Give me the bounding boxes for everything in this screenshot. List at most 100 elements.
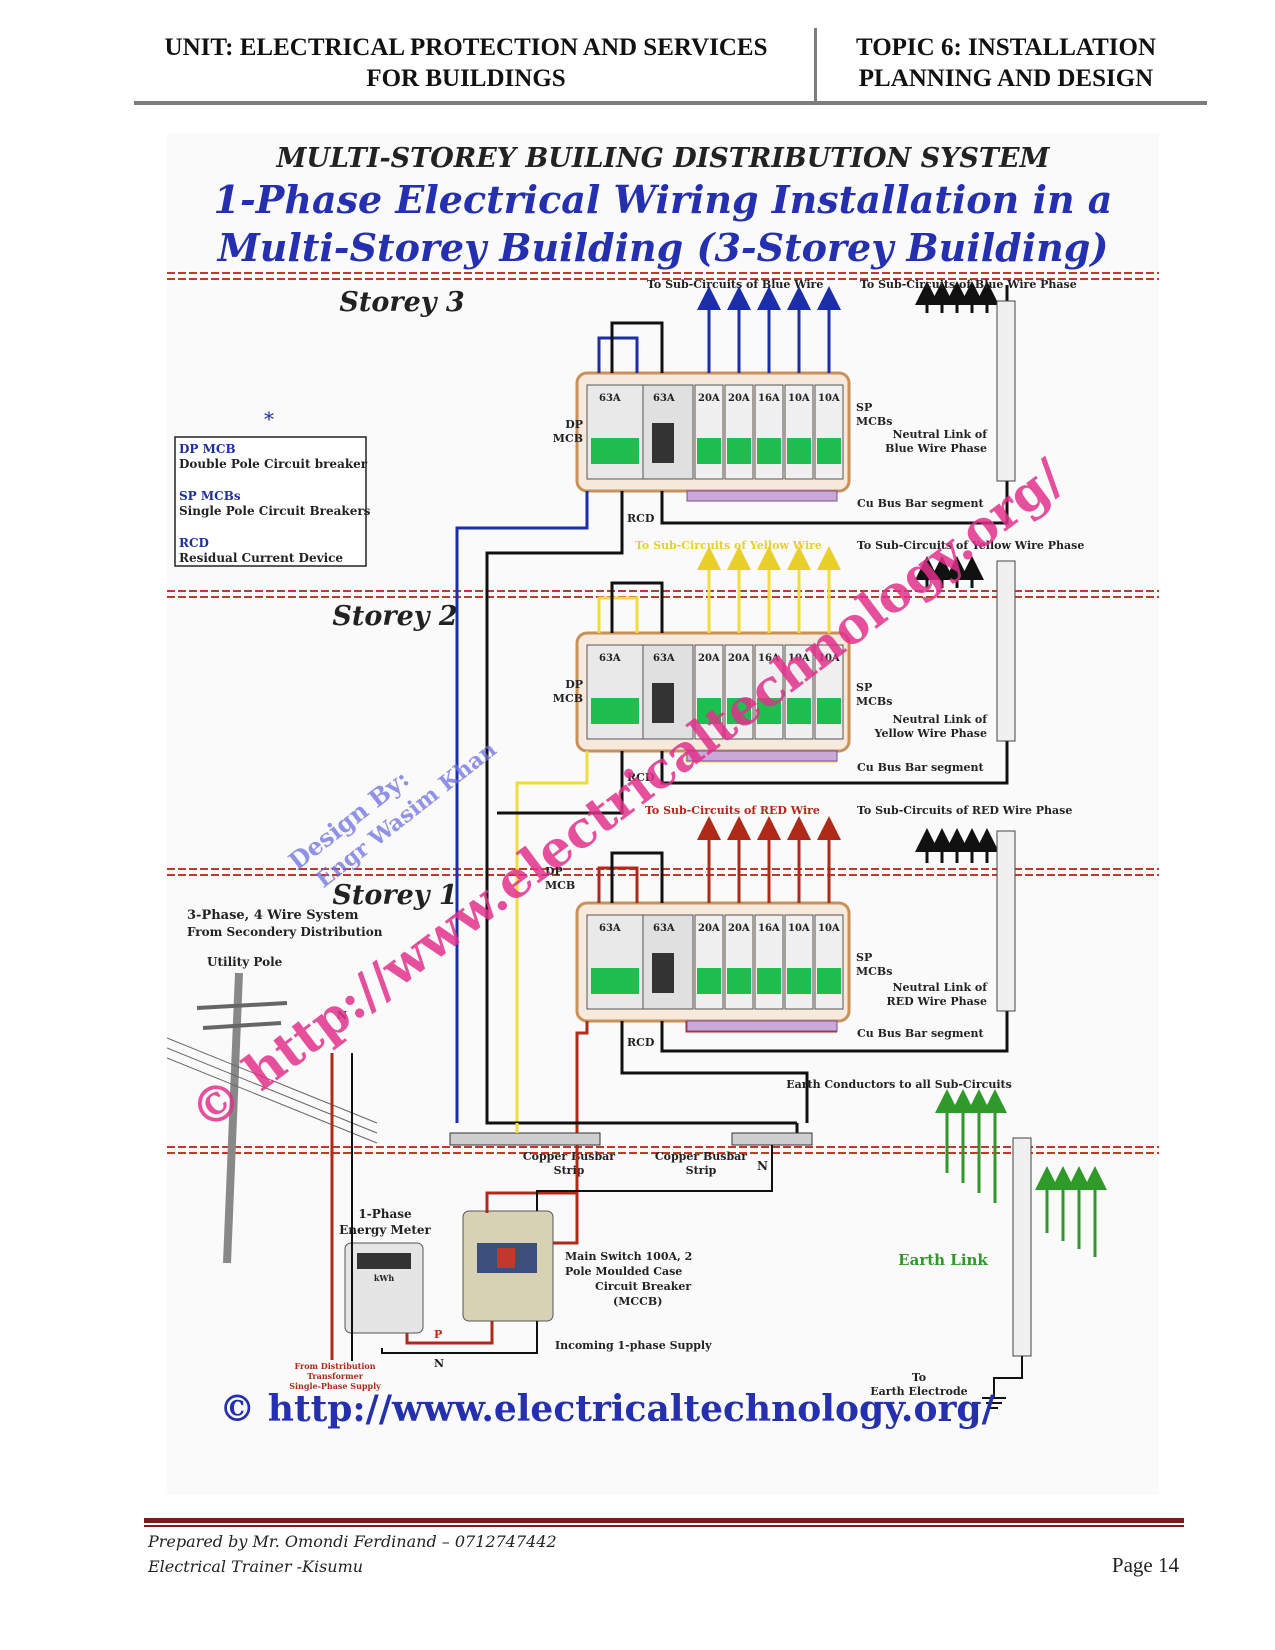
s3-rating-1: 63A (653, 393, 675, 404)
s3-neutral-1: Neutral Link of (893, 428, 989, 441)
busbar-n-label: N (757, 1159, 768, 1173)
header-separator (814, 28, 817, 103)
mccb-2: Pole Moulded Case (565, 1265, 682, 1278)
s3-rating-5: 10A (788, 393, 810, 404)
three-phase-2: From Secondery Distribution (187, 925, 383, 939)
legend-marker: * (264, 407, 274, 431)
s1-subcircuits-phase: To Sub-Circuits of RED Wire Phase (857, 804, 1072, 817)
legend-dp-abbr: DP MCB (179, 442, 236, 456)
s1-rating-6: 10A (818, 923, 840, 934)
earth-electrode-wire (982, 1356, 1023, 1409)
s3-subcircuits: To Sub-Circuits of Blue Wire (647, 278, 823, 291)
s1-rating-1: 63A (653, 923, 675, 934)
copper-busbar-right (731, 1132, 813, 1146)
utility-pole (167, 972, 378, 1264)
s1-sp-1: SP (856, 951, 872, 964)
footer-rule-thin (144, 1525, 1184, 1527)
s1-dp-1: DP (545, 865, 563, 878)
legend-dp-desc: Double Pole Circuit breaker (179, 457, 368, 471)
s3-rating-6: 10A (818, 393, 840, 404)
s2-dp-1: DP (565, 678, 583, 691)
storey-3-blue-wires (455, 286, 841, 1123)
s1-neutral-2: RED Wire Phase (887, 995, 987, 1008)
header-topic: TOPIC 6: INSTALLATION PLANNING AND DESIG… (826, 32, 1186, 94)
storey-3-neutral-link (996, 300, 1016, 482)
s2-sp-2: MCBs (856, 695, 892, 708)
earth-wires (935, 1089, 1107, 1257)
s3-rating-0: 63A (599, 393, 621, 404)
s2-neutral-1: Neutral Link of (893, 713, 989, 726)
storey-3-label: Storey 3 (339, 287, 464, 318)
storey-1-neutral-link (996, 830, 1016, 1012)
s2-rating-1: 63A (653, 653, 675, 664)
from-dist-2: Transformer (307, 1371, 364, 1381)
wiring-diagram: MULTI-STOREY BUILING DISTRIBUTION SYSTEM… (167, 133, 1159, 1495)
from-dist-1: From Distribution (294, 1361, 375, 1371)
legend-rcd-abbr: RCD (179, 536, 209, 550)
s3-sp-1: SP (856, 401, 872, 414)
s2-subcircuits: To Sub-Circuits of Yellow Wire (635, 539, 822, 552)
s2-rating-5: 10A (788, 653, 810, 664)
s2-rating-2: 20A (698, 653, 720, 664)
storey-1-label: Storey 1 (332, 880, 457, 911)
earth-conductors-label: Earth Conductors to all Sub-Circuits (786, 1078, 1012, 1091)
header-unit: UNIT: ELECTRICAL PROTECTION AND SERVICES… (136, 32, 796, 94)
storey-1-busbar (686, 1020, 838, 1032)
legend-sp-abbr: SP MCBs (179, 489, 241, 503)
busbar-right-2: Strip (686, 1164, 717, 1177)
s2-rcd: RCD (627, 771, 655, 784)
s1-sp-2: MCBs (856, 965, 892, 978)
s3-dp-1: DP (565, 418, 583, 431)
s1-subcircuits: To Sub-Circuits of RED Wire (645, 804, 820, 817)
s3-rating-4: 16A (758, 393, 780, 404)
s1-dp-2: MCB (545, 879, 575, 892)
earth-electrode-2: Earth Electrode (870, 1385, 967, 1398)
s2-dp-2: MCB (553, 692, 583, 705)
s1-rating-3: 20A (728, 923, 750, 934)
storey-3-panel: 63A 63A 20A 20A 16A 10A 10A (575, 371, 851, 493)
s2-rating-6: 10A (818, 653, 840, 664)
mccb-4: (MCCB) (613, 1295, 662, 1308)
pole-n-label: N (337, 1009, 347, 1022)
s1-rating-0: 63A (599, 923, 621, 934)
s2-subcircuits-phase: To Sub-Circuits of Yellow Wire Phase (857, 539, 1084, 552)
mccb-1: Main Switch 100A, 2 (565, 1250, 692, 1263)
storey-3-busbar (686, 490, 838, 502)
s1-rating-4: 16A (758, 923, 780, 934)
website-url: © http://www.electricaltechnology.org/ (219, 1388, 995, 1430)
energy-meter (344, 1242, 424, 1334)
busbar-right-1: Copper Busbar (655, 1150, 747, 1163)
s2-rating-0: 63A (599, 653, 621, 664)
storey-3-breakers (586, 384, 844, 480)
s2-rating-3: 20A (728, 653, 750, 664)
footer-prepared-by: Prepared by Mr. Omondi Ferdinand – 07127… (148, 1532, 557, 1551)
meter-label-1: 1-Phase (358, 1207, 412, 1221)
storey-2-neutral-link (996, 560, 1016, 742)
three-phase-1: 3-Phase, 4 Wire System (187, 908, 359, 923)
from-dist-3: Single-Phase Supply (289, 1381, 381, 1391)
header-unit-line2: FOR BUILDINGS (366, 65, 566, 92)
n-label-bottom: N (434, 1357, 444, 1370)
meter-label-2: Energy Meter (339, 1223, 431, 1237)
footer-rule (144, 1518, 1184, 1523)
storey-1-panel: 63A 63A 20A 20A 16A 10A 10A (575, 901, 851, 1023)
supply-wires-black (351, 1053, 773, 1361)
design-by-watermark: Design By: Engr Wasim Khan (283, 736, 502, 893)
copper-busbar-left (449, 1132, 601, 1146)
riser-wires (485, 1118, 799, 1133)
diagram-title-line1: 1-Phase Electrical Wiring Installation i… (214, 177, 1113, 222)
s1-rcd: RCD (627, 1036, 655, 1049)
s2-rating-4: 16A (758, 653, 780, 664)
earth-link-label: Earth Link (898, 1251, 988, 1269)
footer-trainer: Electrical Trainer -Kisumu (148, 1557, 364, 1576)
header-unit-line1: UNIT: ELECTRICAL PROTECTION AND SERVICES (164, 34, 768, 61)
s3-rcd: RCD (627, 512, 655, 525)
header-topic-line1: TOPIC 6: INSTALLATION (855, 34, 1157, 61)
s1-rating-2: 20A (698, 923, 720, 934)
mccb-main-switch (462, 1210, 554, 1322)
header-topic-line2: PLANNING AND DESIGN (858, 65, 1154, 92)
busbar-left-2: Strip (554, 1164, 585, 1177)
busbar-left-1: Copper Busbar (523, 1150, 615, 1163)
s2-neutral-2: Yellow Wire Phase (874, 727, 987, 740)
s1-neutral-1: Neutral Link of (893, 981, 989, 994)
